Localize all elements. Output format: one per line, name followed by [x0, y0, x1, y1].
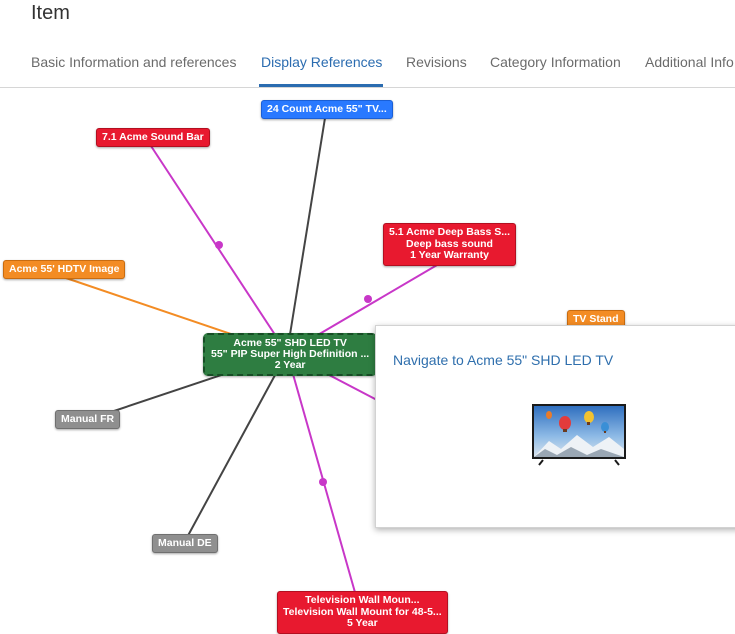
tab-category-information[interactable]: Category Information	[490, 54, 621, 70]
node-count-tv[interactable]: 24 Count Acme 55" TV...	[261, 100, 393, 119]
node-wall-mount-warranty: 5 Year	[346, 617, 378, 629]
node-preview-popup: Navigate to Acme 55" SHD LED TV	[375, 325, 735, 528]
tab-bar: Basic Information and references Display…	[0, 46, 735, 88]
edge-midpoint-wall-mount	[319, 478, 327, 486]
node-deep-bass[interactable]: 5.1 Acme Deep Bass S... Deep bass sound …	[383, 223, 517, 266]
edge-sound-bar	[150, 145, 288, 354]
node-sound-bar-label: 7.1 Acme Sound Bar	[102, 131, 204, 143]
node-hdtv-image-label: Acme 55' HDTV Image	[9, 263, 120, 275]
page-title: Item	[31, 2, 70, 24]
node-deep-bass-desc: Deep bass sound	[406, 237, 493, 250]
edge-midpoint-sound-bar	[215, 241, 223, 249]
navigate-link[interactable]: Navigate to Acme 55" SHD LED TV	[393, 352, 614, 368]
edge-midpoint-deep-bass	[364, 295, 372, 303]
node-center-desc: 55" PIP Super High Definition ...	[211, 348, 370, 360]
tab-additional-info[interactable]: Additional Info	[645, 54, 734, 70]
node-tv-stand-label: TV Stand	[573, 313, 619, 325]
tab-display-references[interactable]: Display References	[261, 54, 383, 70]
tab-basic-information[interactable]: Basic Information and references	[31, 54, 237, 70]
node-deep-bass-title: 5.1 Acme Deep Bass S...	[389, 226, 511, 238]
node-center-title: Acme 55" SHD LED TV	[233, 337, 347, 349]
tab-revisions[interactable]: Revisions	[406, 54, 467, 70]
edge-manual-de	[183, 352, 288, 544]
edge-count-tv	[286, 117, 326, 354]
node-manual-de[interactable]: Manual DE	[152, 534, 218, 553]
node-center-item[interactable]: Acme 55" SHD LED TV 55" PIP Super High D…	[203, 333, 378, 376]
node-sound-bar[interactable]: 7.1 Acme Sound Bar	[96, 128, 210, 147]
node-count-tv-label: 24 Count Acme 55" TV...	[267, 103, 387, 115]
active-tab-indicator	[259, 84, 383, 87]
node-wall-mount[interactable]: Television Wall Moun... Television Wall …	[277, 591, 448, 634]
node-manual-de-label: Manual DE	[158, 537, 212, 549]
node-deep-bass-warranty: 1 Year Warranty	[410, 249, 489, 261]
tv-image-icon	[532, 404, 626, 466]
node-manual-fr-label: Manual FR	[61, 413, 115, 425]
node-hdtv-image[interactable]: Acme 55' HDTV Image	[3, 260, 126, 279]
node-wall-mount-title: Television Wall Moun...	[305, 594, 420, 606]
node-center-warranty: 2 Year	[274, 359, 306, 371]
node-wall-mount-desc: Television Wall Mount for 48-5...	[283, 605, 442, 618]
node-manual-fr[interactable]: Manual FR	[55, 410, 121, 429]
